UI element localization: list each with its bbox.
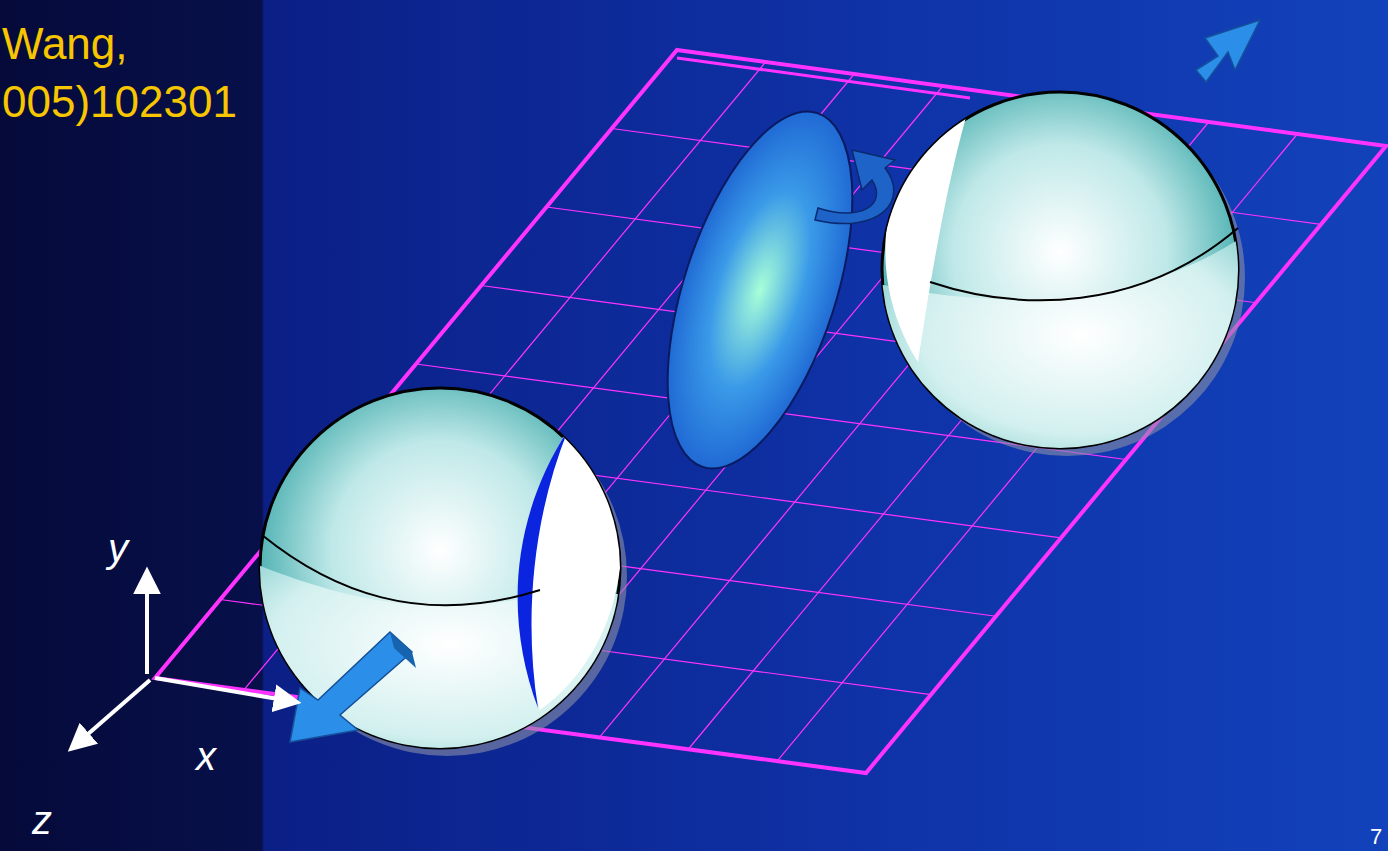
motion-arrows (290, 20, 1260, 742)
reference-text: 005)102301 (2, 80, 237, 124)
axes (72, 572, 296, 748)
rotation-arrow (815, 150, 895, 224)
page-number: 7 (1370, 826, 1382, 848)
axis-label: y (108, 528, 128, 568)
axis-label: x (196, 736, 216, 776)
axis-label: z (32, 800, 52, 840)
left-nucleus (200, 388, 700, 800)
reference-text: Wang, (2, 22, 128, 66)
overlap-region (630, 90, 895, 491)
right-nucleus (860, 92, 1300, 500)
